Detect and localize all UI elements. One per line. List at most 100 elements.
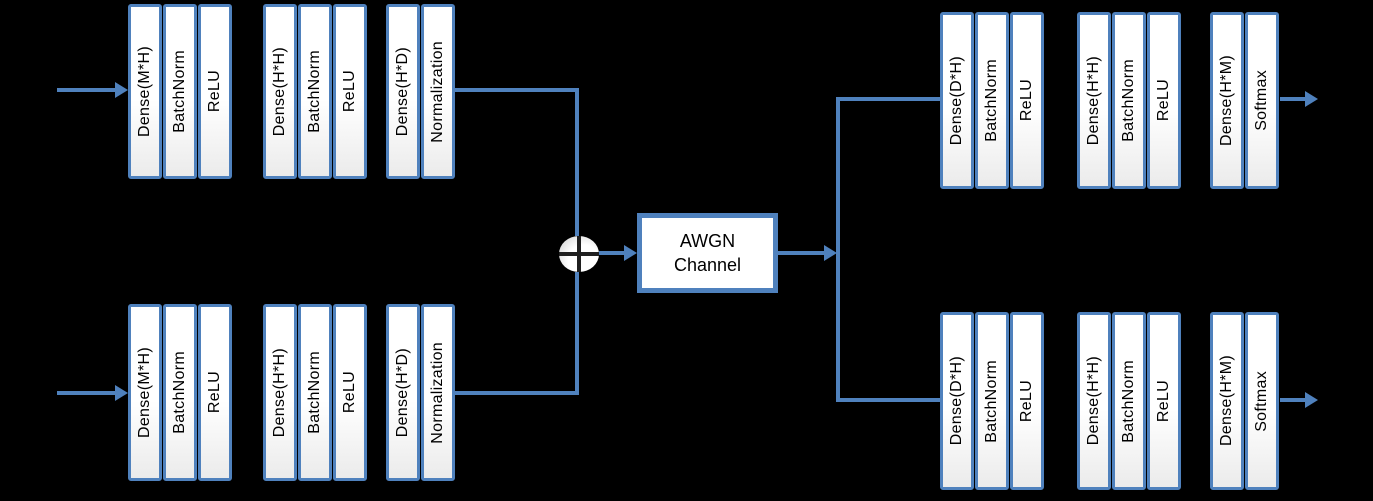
layer-group: Dense(D*H) BatchNorm ReLU	[940, 12, 1044, 189]
decoder-1-output-arrow-head-icon	[1305, 91, 1318, 107]
decoder-2-output-arrow-line	[1280, 398, 1306, 402]
encoder-2-stack: Dense(M*H) BatchNorm ReLU Dense(H*H) BatchNo…	[128, 304, 455, 481]
layer-block-label: Dense(H*H)	[1085, 356, 1102, 446]
layer-block-label: Dense(H*H)	[271, 46, 288, 137]
encoder-2-input-arrow-line	[57, 391, 115, 395]
branch-to-decoder-2-line	[836, 398, 940, 402]
layer-block-label: BatchNorm	[1120, 359, 1137, 443]
layer-block-label: ReLU	[206, 371, 223, 414]
channel-to-split-arrow-head-icon	[824, 245, 837, 261]
layer-block-dense-h-h: Dense(H*H)	[263, 304, 297, 481]
layer-block-label: BatchNorm	[171, 50, 188, 133]
layer-block-label: ReLU	[1155, 379, 1172, 423]
layer-group: Dense(H*H) BatchNorm ReLU	[1077, 312, 1181, 490]
layer-block-dense-h-h: Dense(H*H)	[1077, 312, 1111, 490]
layer-block-label: Dense(D*H)	[948, 55, 965, 146]
encoder-1-stack: Dense(M*H) BatchNorm ReLU Dense(H*H) BatchNo…	[128, 4, 455, 179]
layer-block-dense-h-m: Dense(H*M)	[1210, 312, 1244, 490]
layer-block-dense-h-d: Dense(H*D)	[386, 4, 420, 179]
layer-block-batchnorm: BatchNorm	[1112, 12, 1146, 189]
encoder-1-output-line-horizontal	[455, 88, 577, 92]
plus-circle-adder-icon	[559, 236, 599, 272]
layer-block-batchnorm: BatchNorm	[298, 4, 332, 179]
decoder-1-output-arrow-line	[1280, 97, 1306, 101]
layer-block-dense-m-h: Dense(M*H)	[128, 4, 162, 179]
layer-block-batchnorm: BatchNorm	[163, 304, 197, 481]
layer-block-label: Dense(M*H)	[136, 346, 153, 438]
layer-block-label: BatchNorm	[983, 59, 1000, 142]
layer-block-label: Dense(M*H)	[136, 45, 153, 137]
decoder-2-stack: Dense(D*H) BatchNorm ReLU Dense(H*H) BatchNo…	[940, 312, 1282, 490]
layer-block-label: Dense(H*M)	[1218, 355, 1235, 447]
decoder-1-stack: Dense(D*H) BatchNorm ReLU Dense(H*H) BatchNo…	[940, 12, 1282, 189]
split-line-vertical	[836, 97, 840, 402]
layer-block-relu: ReLU	[333, 4, 367, 179]
layer-block-label: BatchNorm	[171, 351, 188, 434]
layer-group: Dense(H*D) Normalization	[386, 4, 455, 179]
channel-to-split-arrow-line	[778, 251, 825, 255]
layer-block-label: Dense(H*D)	[394, 347, 411, 438]
layer-block-normalization: Normalization	[421, 4, 455, 179]
layer-block-dense-m-h: Dense(M*H)	[128, 304, 162, 481]
layer-block-normalization: Normalization	[421, 304, 455, 481]
layer-block-label: Normalization	[429, 341, 446, 444]
layer-block-label: Dense(D*H)	[948, 356, 965, 446]
layer-block-softmax: Softmax	[1245, 312, 1279, 490]
layer-group: Dense(H*M) Softmax	[1210, 12, 1279, 189]
layer-block-label: Softmax	[1253, 370, 1270, 432]
layer-block-label: ReLU	[341, 70, 358, 113]
adder-to-channel-arrow-line	[599, 251, 625, 255]
layer-block-batchnorm: BatchNorm	[1112, 312, 1146, 490]
layer-block-dense-h-h: Dense(H*H)	[263, 4, 297, 179]
adder-to-channel-arrow-head-icon	[624, 245, 637, 261]
encoder-2-output-line-vertical	[575, 272, 579, 395]
layer-block-dense-d-h: Dense(D*H)	[940, 12, 974, 189]
layer-block-dense-h-h: Dense(H*H)	[1077, 12, 1111, 189]
layer-group: Dense(M*H) BatchNorm ReLU	[128, 4, 232, 179]
layer-block-label: Softmax	[1253, 70, 1270, 131]
branch-to-decoder-1-line	[836, 97, 940, 101]
layer-block-label: BatchNorm	[983, 359, 1000, 443]
awgn-channel-box: AWGN Channel	[637, 213, 778, 293]
layer-block-relu: ReLU	[1147, 312, 1181, 490]
layer-block-batchnorm: BatchNorm	[975, 312, 1009, 490]
layer-block-dense-d-h: Dense(D*H)	[940, 312, 974, 490]
encoder-2-output-line-horizontal	[455, 391, 577, 395]
awgn-channel-label-line1: AWGN	[679, 230, 736, 251]
layer-block-dense-h-d: Dense(H*D)	[386, 304, 420, 481]
decoder-2-output-arrow-head-icon	[1305, 392, 1318, 408]
layer-block-label: BatchNorm	[306, 351, 323, 434]
layer-block-label: ReLU	[341, 371, 358, 414]
layer-block-batchnorm: BatchNorm	[163, 4, 197, 179]
encoder-2-input-arrow-head-icon	[115, 385, 128, 401]
layer-block-label: BatchNorm	[1120, 59, 1137, 142]
layer-block-label: ReLU	[1155, 79, 1172, 122]
layer-block-label: Normalization	[429, 40, 446, 143]
layer-block-label: ReLU	[1018, 379, 1035, 423]
awgn-channel-label-line2: Channel	[673, 255, 742, 275]
layer-block-batchnorm: BatchNorm	[975, 12, 1009, 189]
layer-block-relu: ReLU	[1010, 312, 1044, 490]
layer-block-label: Dense(H*H)	[271, 347, 288, 438]
layer-group: Dense(M*H) BatchNorm ReLU	[128, 304, 232, 481]
layer-block-label: ReLU	[1018, 79, 1035, 122]
layer-group: Dense(H*D) Normalization	[386, 304, 455, 481]
layer-group: Dense(D*H) BatchNorm ReLU	[940, 312, 1044, 490]
layer-group: Dense(H*H) BatchNorm ReLU	[263, 304, 367, 481]
layer-group: Dense(H*M) Softmax	[1210, 312, 1279, 490]
layer-block-label: Dense(H*H)	[1085, 55, 1102, 146]
layer-block-relu: ReLU	[1147, 12, 1181, 189]
layer-block-label: BatchNorm	[306, 50, 323, 133]
layer-block-label: Dense(H*D)	[394, 46, 411, 137]
layer-block-softmax: Softmax	[1245, 12, 1279, 189]
encoder-1-output-line-vertical	[575, 88, 579, 236]
layer-group: Dense(H*H) BatchNorm ReLU	[1077, 12, 1181, 189]
layer-block-relu: ReLU	[198, 304, 232, 481]
layer-block-label: ReLU	[206, 70, 223, 113]
layer-group: Dense(H*H) BatchNorm ReLU	[263, 4, 367, 179]
layer-block-batchnorm: BatchNorm	[298, 304, 332, 481]
layer-block-relu: ReLU	[333, 304, 367, 481]
layer-block-relu: ReLU	[1010, 12, 1044, 189]
layer-block-dense-h-m: Dense(H*M)	[1210, 12, 1244, 189]
